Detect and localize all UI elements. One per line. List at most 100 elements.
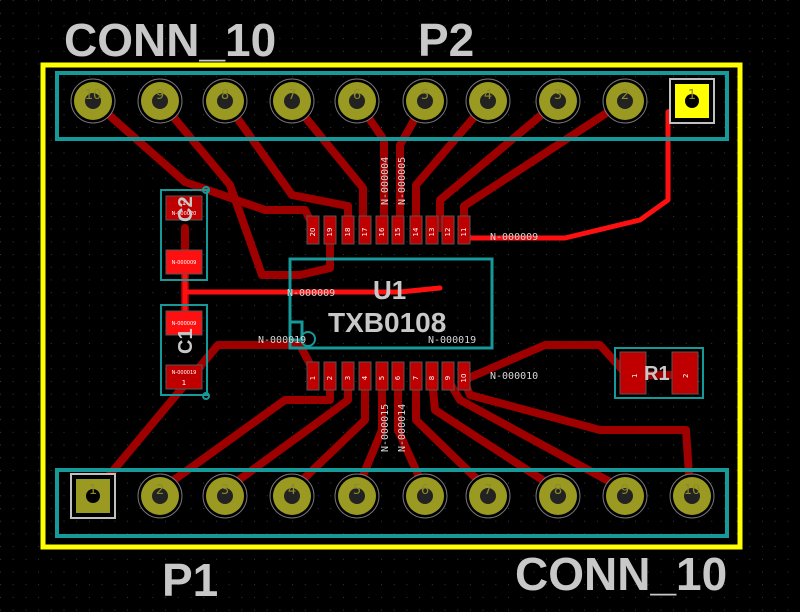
p1-ref-label: P1	[162, 554, 218, 606]
p1-pin-number: 7	[484, 483, 492, 498]
u1-top-pad-16: 16	[375, 215, 389, 245]
p2-pad-7: 7	[269, 78, 315, 124]
p2-pad-2: 2	[602, 78, 648, 124]
p1-pad-6: 6	[402, 473, 448, 519]
p1-pad-7: 7	[465, 473, 511, 519]
u1-ref-label: U1	[373, 275, 406, 305]
p2-pad-5: 5	[402, 78, 448, 124]
p2-pad-3: 3	[535, 78, 581, 124]
svg-text:N-000019: N-000019	[172, 370, 197, 376]
p1-pin-number: 10	[684, 483, 701, 498]
p1-pin-number: 2	[156, 483, 164, 498]
p1-pad-5: 5	[334, 473, 380, 519]
u1-pin-number: 14	[412, 227, 420, 236]
r1-pin2-label: 2	[682, 374, 690, 378]
p2-pad-6: 6	[334, 78, 380, 124]
p2-pin-number: 9	[156, 88, 164, 103]
u1-pin-number: 12	[444, 228, 452, 237]
svg-text:N-000009: N-000009	[172, 260, 197, 266]
u1-top-pad-12: 12	[441, 215, 455, 245]
p2-pin-number: 8	[221, 88, 229, 103]
u1-pin-number: 17	[361, 228, 369, 237]
svg-text:1: 1	[182, 199, 186, 207]
p2-value-label: CONN_10	[64, 14, 276, 66]
net-label-n05: N-000005	[397, 157, 408, 205]
u1-pin-number: 11	[460, 228, 468, 237]
u1-bottom-pad-1: 1	[306, 361, 320, 391]
u1-bottom-pad-6: 6	[391, 361, 405, 391]
u1-top-pad-14: 14	[409, 215, 423, 245]
u1-pin-number: 9	[444, 376, 452, 380]
u1-pin-number: 20	[309, 228, 317, 237]
svg-text:N-000020: N-000020	[172, 211, 197, 217]
u1-top-pads: 20 19 18 17 16 15 14 13 12 11	[306, 215, 471, 245]
p2-pin-number: 6	[353, 88, 361, 103]
net-label-n14: N-000014	[397, 404, 408, 452]
u1-top-pad-13: 13	[425, 215, 439, 245]
u1-pin-number: 2	[326, 376, 334, 380]
c1-pads: N-000009 N-000019 1	[165, 310, 203, 390]
u1-top-pad-17: 17	[358, 215, 372, 245]
u1-bottom-pad-9: 9	[441, 361, 455, 391]
net-label-n09-right: N-000009	[490, 232, 538, 243]
p1-pad-8: 8	[535, 473, 581, 519]
p1-courtyard	[55, 468, 729, 538]
p2-pad-1: 1	[669, 78, 715, 124]
p1-pad-10: 10	[669, 473, 715, 519]
p2-pad-8: 8	[202, 78, 248, 124]
u1-bottom-pad-3: 3	[341, 361, 355, 391]
p2-pin-number: 10	[85, 88, 102, 103]
u1-top-pad-18: 18	[341, 215, 355, 245]
u1-top-pad-15: 15	[391, 215, 405, 245]
u1-pin-number: 16	[378, 227, 386, 236]
r1-ref-label: R1	[644, 363, 670, 385]
u1-pin-number: 5	[378, 376, 386, 380]
board-outline	[40, 62, 743, 550]
p2-pin-number: 1	[688, 88, 696, 103]
net-label-n15: N-000015	[380, 404, 391, 452]
u1-pin-number: 7	[412, 376, 420, 380]
p1-pin-number: 5	[353, 483, 361, 498]
pin1-marker-icon	[300, 331, 316, 347]
p1-pin-number: 1	[89, 483, 97, 498]
p2-pin-number: 4	[484, 88, 492, 103]
c2-pads: 1 N-000020 N-000009	[165, 195, 203, 275]
u1-bottom-pad-5: 5	[375, 361, 389, 391]
p1-pin-number: 4	[288, 483, 296, 498]
p2-pad-4: 4	[465, 78, 511, 124]
u1-pin-number: 10	[460, 374, 468, 383]
p1-pad-3: 3	[202, 473, 248, 519]
u1-bottom-pad-10: 10	[457, 361, 471, 391]
via-icon	[202, 186, 210, 194]
u1-pin-number: 6	[394, 375, 402, 380]
u1-pin-number: 19	[326, 228, 334, 237]
net-label-n19-left: N-000019	[258, 335, 306, 346]
u1-pin-number: 8	[428, 376, 436, 380]
p2-ref-label: P2	[418, 14, 474, 66]
r1-pin1-label: 1	[631, 374, 639, 378]
u1-bottom-pad-7: 7	[409, 361, 423, 391]
svg-text:1: 1	[182, 379, 186, 387]
u1-pin-number: 18	[344, 228, 352, 237]
u1-top-pad-11: 11	[457, 215, 471, 245]
p1-value-label: CONN_10	[515, 548, 727, 600]
c1-ref-label: C1	[175, 328, 197, 354]
p1-pad-9: 9	[602, 473, 648, 519]
u1-pin-number: 13	[428, 228, 436, 237]
p2-pin-number: 7	[288, 88, 296, 103]
u1-bottom-pad-4: 4	[358, 361, 372, 391]
p1-pin-number: 3	[221, 483, 229, 498]
net-label-n04: N-000004	[380, 157, 391, 205]
net-label-n19-right: N-000019	[428, 335, 476, 346]
u1-pin-number: 3	[344, 376, 352, 380]
u1-bottom-pad-2: 2	[323, 361, 337, 391]
p2-pad-9: 9	[137, 78, 183, 124]
u1-outline	[288, 257, 494, 350]
p2-pad-10: 10	[70, 78, 116, 124]
u1-bottom-pad-8: 8	[425, 361, 439, 391]
u1-top-pad-19: 19	[323, 215, 337, 245]
svg-text:N-000009: N-000009	[172, 321, 197, 327]
